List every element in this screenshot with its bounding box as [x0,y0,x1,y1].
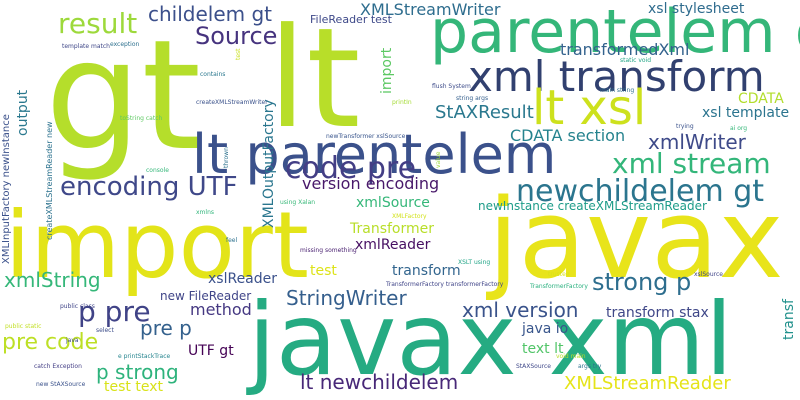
word: xml stream [612,147,771,180]
word: lt xsl [532,80,647,136]
word: xsl stylesheet [648,1,745,17]
word: strong p [592,268,692,296]
word: main string [600,87,635,94]
word: thrown [223,147,230,168]
word: XSLT using [458,259,491,266]
word: missing something [300,247,357,254]
word: xslSource [694,271,723,278]
word: gt [45,7,202,184]
word: static void [620,57,652,64]
word: transf [781,299,797,340]
word: xmlReader [355,237,431,253]
word: code pre [285,151,417,186]
word: createXMLStreamReader new [45,121,54,240]
word: newInstance createXMLStreamReader [478,199,707,213]
word: transform stax [606,305,709,321]
word: e printStackTrace [118,353,171,360]
word: lt [268,0,361,159]
word: test text [104,379,163,395]
word: trying [676,123,694,130]
word: catch Exception [34,363,82,370]
word: StAXSource [516,363,551,370]
word: test [235,48,242,60]
word: ai org [730,125,748,132]
word: contains [200,71,226,78]
word: args try [578,363,602,370]
word: trustee [548,271,570,278]
word: javax xml [248,281,733,398]
word: childelem gt [148,2,273,26]
word: value [435,151,442,168]
word: pre code [2,330,99,355]
word: select [96,327,114,334]
word: result [58,7,138,40]
word: public class [60,303,95,310]
word: CDATA [738,91,784,107]
word: Source [195,22,278,50]
word: using Xalan [280,199,316,206]
word: import [5,192,309,299]
word: transform [392,263,461,279]
word: CDATA section [510,126,626,145]
word: xmlns [196,209,214,216]
word: toString catch [120,115,163,122]
word: newTransformer xslSource [326,133,406,140]
word: exception [110,41,140,48]
word: XMLStreamReader [564,373,731,394]
word: new FileReader [160,289,252,303]
word: StAXResult [435,102,534,123]
word: XMLInputFactory newInstance [1,114,12,264]
word: java [66,337,79,344]
word: test [310,263,337,279]
word: java io [522,321,569,337]
word: Transformer [350,221,435,237]
word: lt newchildelem [300,370,459,394]
word: p pre [78,295,151,328]
word: createXMLStreamWriter [196,99,268,106]
word: xmlSource [356,195,430,211]
word: FileReader test [310,13,392,26]
word: version encoding [302,174,440,193]
word: xsl template [702,105,790,121]
word: p strong [96,360,179,384]
word: pre p [140,316,192,340]
word: transformedXml [560,40,690,59]
word: parentelem gt [430,0,800,67]
word: public static [5,323,42,330]
word: encoding UTF [60,172,238,202]
word: xmlWriter [648,130,746,154]
word: output [15,89,31,136]
word: XMLStreamWriter [360,0,501,19]
word: flush System [432,83,471,90]
word: UTF gt [188,343,234,359]
word: import [379,47,395,94]
word: text lt [522,341,564,357]
word: void main [556,353,586,360]
word: TransformerFactory [530,283,588,290]
word: new StAXSource [36,381,86,388]
word: method [190,300,252,319]
word: TransformerFactory transformerFactory [386,281,504,288]
word: console [146,167,169,174]
word: string args [456,95,489,102]
word: xslReader [208,271,278,287]
word: xmlString [4,268,101,292]
word: xml transform [468,52,765,101]
word: XMLOutputFactory [261,99,277,228]
word: newchildelem gt [516,174,765,209]
word: template match [62,43,110,50]
word: printIn [392,99,412,106]
word: javax [488,175,784,303]
word: lt parentelem [192,123,557,186]
word: XMLFactory [392,213,427,220]
word: xml version [462,298,579,322]
word: StringWriter [286,286,407,310]
word: feel [226,237,238,244]
